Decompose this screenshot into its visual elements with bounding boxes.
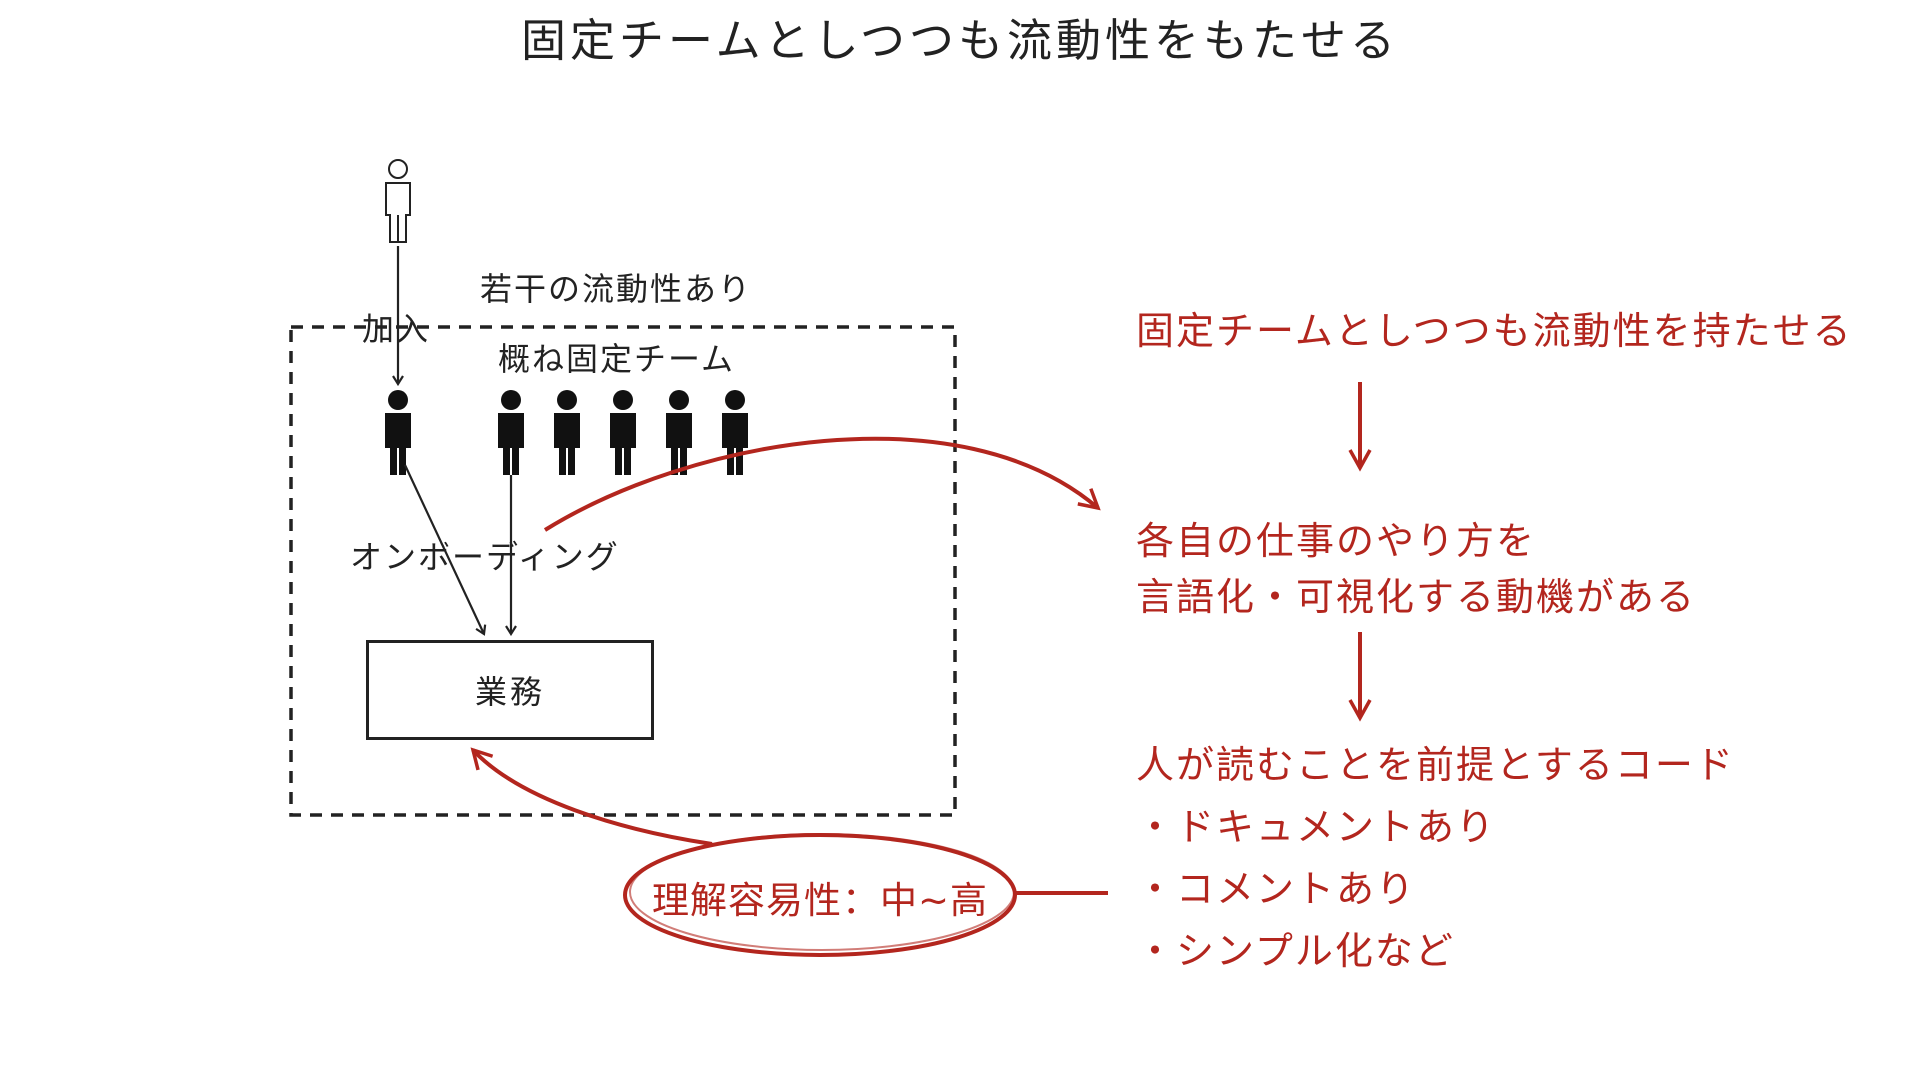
person-filled-icon [385, 390, 411, 475]
reason-step-2-line-2: 言語化・可視化する動機がある [1136, 575, 1697, 619]
work-label: 業務 [474, 673, 545, 711]
reason-step-3-item: ・ドキュメントあり [1136, 805, 1497, 849]
page-title: 固定チームとしつつも流動性をもたせる [521, 14, 1399, 67]
team-label: 概ね固定チーム [498, 340, 736, 378]
reason-step-1: 固定チームとしつつも流動性を持たせる [1136, 309, 1853, 353]
evaluation-ellipse-stroke2 [629, 833, 1015, 951]
reason-step-2-line-1: 各自の仕事のやり方を [1136, 519, 1537, 563]
onboarding-arrow-new [404, 464, 487, 636]
reason-step-3: 人が読むことを前提とするコード [1136, 743, 1735, 787]
person-filled-icon [554, 390, 580, 475]
person-filled-icon [610, 390, 636, 475]
evaluation-to-work-arrow [470, 747, 713, 846]
evaluation-label: 理解容易性：中~高 [652, 879, 989, 922]
join-label: 加入 [362, 310, 431, 348]
reason-step-3-item: ・シンプル化など [1136, 929, 1455, 973]
team-members [385, 390, 748, 475]
team-boundary [289, 325, 957, 817]
person-filled-icon [666, 390, 692, 475]
reason-step-3-item: ・コメントあり [1136, 867, 1417, 911]
person-filled-icon [722, 390, 748, 475]
team-to-motivation-arrow [543, 436, 1101, 532]
person-filled-icon [498, 390, 524, 475]
person-outline-icon [385, 159, 411, 243]
onboarding-label: オンボーディング [350, 538, 620, 576]
fluidity-label: 若干の流動性あり [480, 270, 753, 308]
work-box: 業務 [366, 640, 654, 740]
